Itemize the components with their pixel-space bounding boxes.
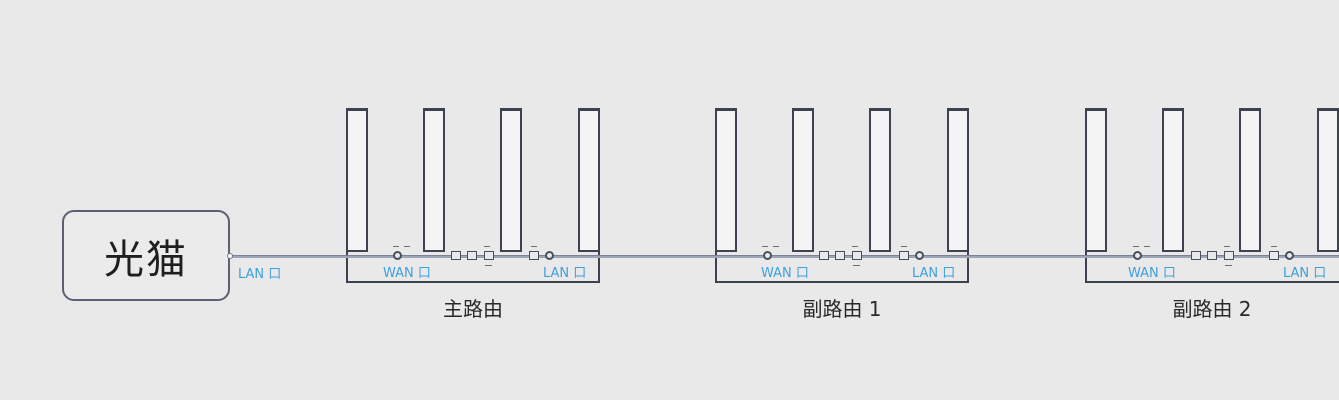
router-name: 副路由 1 bbox=[802, 297, 882, 321]
wan-port-icon bbox=[763, 251, 772, 260]
lan-port-label: LAN 口 bbox=[912, 266, 956, 281]
lan-port-icon bbox=[529, 251, 539, 260]
antenna bbox=[1239, 108, 1261, 252]
antenna bbox=[500, 108, 522, 252]
main-router: WAN 口 LAN 口 主路由 bbox=[346, 0, 600, 400]
router-base bbox=[346, 248, 600, 283]
wan-port-label: WAN 口 bbox=[1128, 266, 1176, 281]
lan-port-icon bbox=[899, 251, 909, 260]
lan-port-icon bbox=[451, 251, 461, 260]
antenna bbox=[578, 108, 600, 252]
router-base bbox=[715, 248, 969, 283]
port-marker bbox=[1271, 246, 1277, 247]
lan-port-icon bbox=[835, 251, 845, 260]
port-marker bbox=[393, 246, 399, 247]
lan-port-icon bbox=[852, 251, 862, 260]
lan-port-label: LAN 口 bbox=[1283, 266, 1327, 281]
port-marker bbox=[1144, 246, 1150, 247]
port-marker bbox=[1133, 246, 1139, 247]
sub-router-2: WAN 口 LAN 口 副路由 2 bbox=[1085, 0, 1339, 400]
modem-label: 光猫 bbox=[104, 236, 188, 283]
port-marker bbox=[484, 246, 490, 247]
lan-port-icon bbox=[484, 251, 494, 260]
antenna bbox=[947, 108, 969, 252]
antenna bbox=[1162, 108, 1184, 252]
antenna bbox=[346, 108, 368, 252]
wan-port-icon bbox=[1133, 251, 1142, 260]
port-marker bbox=[852, 246, 858, 247]
lan-port-icon bbox=[1269, 251, 1279, 260]
antenna bbox=[715, 108, 737, 252]
router-name: 主路由 bbox=[443, 297, 503, 321]
port-marker bbox=[1225, 265, 1232, 266]
antenna bbox=[1085, 108, 1107, 252]
lan-port-icon bbox=[1191, 251, 1201, 260]
wan-port-label: WAN 口 bbox=[383, 266, 431, 281]
modem-box: 光猫 bbox=[62, 210, 230, 301]
lan-port-round-icon bbox=[1285, 251, 1294, 260]
port-marker bbox=[404, 246, 410, 247]
lan-port-icon bbox=[1207, 251, 1217, 260]
antenna bbox=[1317, 108, 1339, 252]
wan-port-icon bbox=[393, 251, 402, 260]
port-marker bbox=[531, 246, 537, 247]
lan-port-round-icon bbox=[915, 251, 924, 260]
lan-port-round-icon bbox=[545, 251, 554, 260]
sub-router-1: WAN 口 LAN 口 副路由 1 bbox=[715, 0, 969, 400]
port-marker bbox=[762, 246, 768, 247]
network-cable-line bbox=[230, 255, 1339, 258]
modem-lan-port-label: LAN 口 bbox=[238, 267, 282, 282]
port-marker bbox=[853, 265, 860, 266]
lan-port-icon bbox=[819, 251, 829, 260]
port-marker bbox=[1224, 246, 1230, 247]
lan-port-icon bbox=[467, 251, 477, 260]
port-marker bbox=[773, 246, 779, 247]
antenna bbox=[792, 108, 814, 252]
router-name: 副路由 2 bbox=[1172, 297, 1252, 321]
antenna bbox=[869, 108, 891, 252]
antenna bbox=[423, 108, 445, 252]
lan-port-label: LAN 口 bbox=[543, 266, 587, 281]
router-base bbox=[1085, 248, 1339, 283]
wan-port-label: WAN 口 bbox=[761, 266, 809, 281]
port-marker bbox=[901, 246, 907, 247]
modem-lan-port-dot bbox=[227, 253, 233, 259]
lan-port-icon bbox=[1224, 251, 1234, 260]
port-marker bbox=[485, 265, 492, 266]
